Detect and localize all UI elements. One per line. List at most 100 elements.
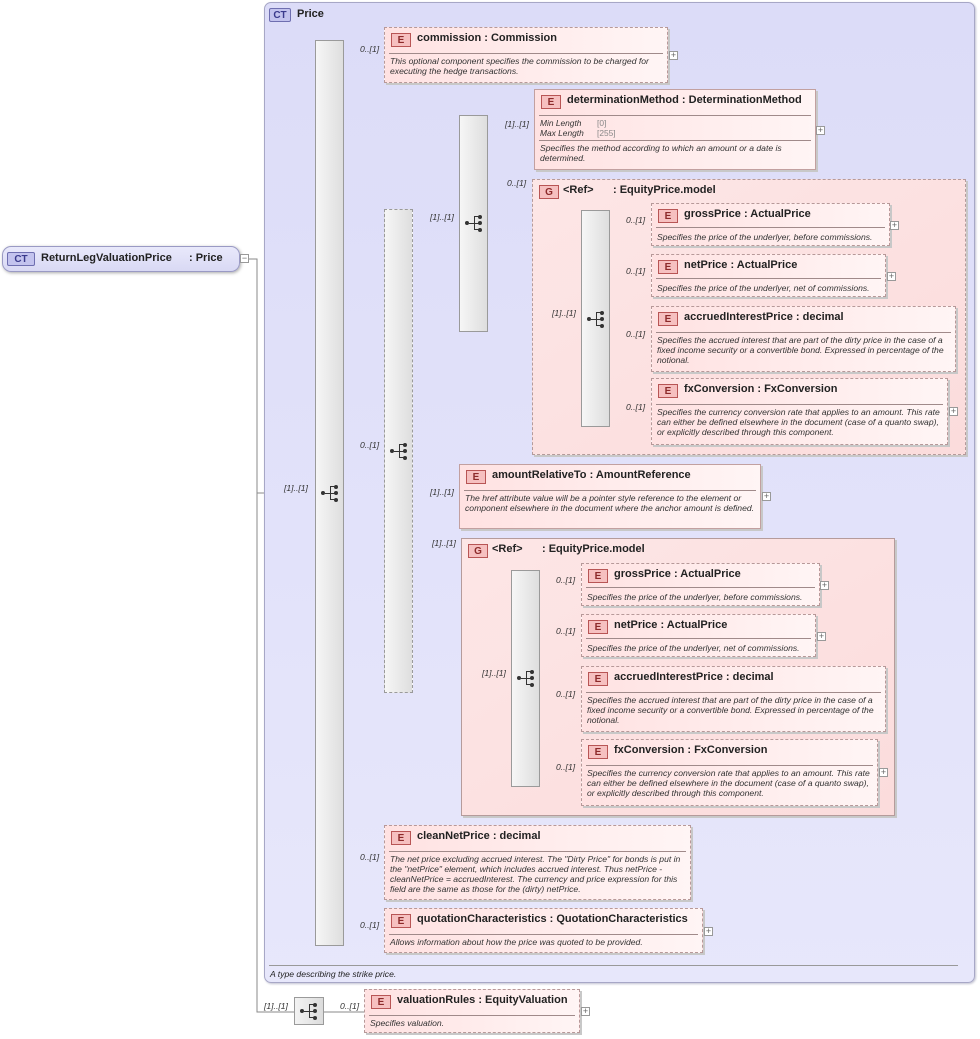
sequence-icon-part [310, 1010, 314, 1012]
divider [586, 692, 881, 693]
root-element-box[interactable]: CT ReturnLegValuationPrice : Price [2, 246, 240, 272]
element-description: This optional component specifies the co… [390, 56, 649, 76]
element-description: Specifies the price of the underlyer, be… [587, 592, 803, 602]
divider [656, 332, 951, 333]
element-badge: E [391, 831, 411, 845]
divider [389, 851, 686, 852]
element-accrued-interest-price[interactable]: E accruedInterestPrice : decimal Specifi… [581, 666, 886, 732]
occurrence-label: [1]..[1] [552, 308, 576, 318]
sequence-icon [300, 1002, 318, 1020]
expand-toggle[interactable]: + [887, 271, 896, 281]
complex-type-badge: CT [7, 252, 35, 266]
expand-toggle[interactable]: + [669, 50, 678, 60]
expand-toggle[interactable]: + [816, 125, 825, 135]
sequence-icon-part [403, 442, 407, 447]
group-ref: <Ref> [563, 184, 594, 196]
sequence-icon-part [390, 449, 394, 453]
sequence-icon-part [600, 323, 604, 328]
occurrence-label: 0..[1] [626, 402, 646, 412]
element-title: determinationMethod : DeterminationMetho… [567, 94, 802, 106]
sequence-icon-part [400, 450, 404, 452]
element-gross-price[interactable]: E grossPrice : ActualPrice Specifies the… [651, 203, 890, 246]
group-name: : EquityPrice.model [542, 543, 645, 555]
expand-toggle[interactable]: + [762, 491, 771, 501]
sequence-icon-part [334, 484, 338, 489]
element-title: grossPrice : ActualPrice [614, 568, 741, 580]
expand-toggle[interactable]: + [581, 1006, 590, 1016]
element-fx-conversion[interactable]: E fxConversion : FxConversion Specifies … [581, 739, 878, 806]
sequence-icon-part [304, 1010, 309, 1012]
element-badge: E [541, 95, 561, 109]
occurrence-label: [1]..[1] [430, 487, 454, 497]
element-name: grossPrice [614, 568, 671, 580]
group-name: : EquityPrice.model [613, 184, 716, 196]
sequence-icon-part [475, 216, 479, 217]
group-sequence-bar[interactable] [511, 570, 540, 787]
sequence-icon-part [330, 486, 331, 500]
element-badge: E [658, 384, 678, 398]
element-badge: E [391, 33, 411, 47]
occurrence-label: 0..[1] [626, 329, 646, 339]
sequence-icon-part [475, 229, 479, 230]
occurrence-label: 0..[1] [360, 440, 380, 450]
element-name: fxConversion [614, 744, 685, 756]
element-determination-method[interactable]: E determinationMethod : DeterminationMet… [534, 89, 816, 170]
group-badge: G [539, 185, 559, 199]
occurrence-label: 0..[1] [360, 852, 380, 862]
inner-sequence-bar[interactable] [459, 115, 488, 332]
expand-toggle[interactable]: + [949, 406, 958, 416]
occurrence-label: 0..[1] [360, 44, 380, 54]
element-accrued-interest-price[interactable]: E accruedInterestPrice : decimal Specifi… [651, 306, 956, 372]
collapse-toggle-root[interactable]: − [240, 253, 249, 263]
element-badge: E [658, 209, 678, 223]
element-gross-price[interactable]: E grossPrice : ActualPrice Specifies the… [581, 563, 820, 606]
element-description: The href attribute value will be a point… [465, 493, 755, 513]
element-name: determinationMethod [567, 94, 679, 106]
occurrence-label: 0..[1] [626, 215, 646, 225]
element-name: accruedInterestPrice [684, 311, 793, 323]
element-commission[interactable]: E commission : Commission This optional … [384, 27, 668, 83]
divider [539, 115, 811, 116]
element-name: netPrice [614, 619, 658, 631]
expand-toggle[interactable]: + [820, 580, 829, 590]
sequence-icon [321, 484, 339, 502]
element-description: Specifies valuation. [370, 1018, 445, 1028]
occurrence-label: [1]..[1] [482, 668, 506, 678]
element-name: fxConversion [684, 383, 755, 395]
element-name: valuationRules [397, 994, 476, 1006]
divider [389, 934, 698, 935]
facet-value: [255] [597, 128, 616, 138]
element-quotation-characteristics[interactable]: E quotationCharacteristics : QuotationCh… [384, 908, 703, 953]
element-name: quotationCharacteristics [417, 913, 547, 925]
expand-toggle[interactable]: + [879, 767, 888, 777]
sequence-icon-part [300, 1009, 304, 1013]
element-badge: E [391, 914, 411, 928]
element-badge: E [658, 312, 678, 326]
sequence-icon-part [521, 677, 526, 679]
element-amount-relative-to[interactable]: E amountRelativeTo : AmountReference The… [459, 464, 761, 529]
element-net-price[interactable]: E netPrice : ActualPrice Specifies the p… [651, 254, 886, 297]
element-type: : EquityValuation [478, 994, 568, 1006]
sequence-icon-part [403, 449, 407, 453]
sequence-icon-part [600, 310, 604, 315]
expand-toggle[interactable]: + [890, 220, 899, 230]
element-type: : AmountReference [589, 469, 691, 481]
sequence-icon-part [334, 497, 338, 502]
element-description: Specifies the price of the underlyer, ne… [657, 283, 870, 293]
element-title: valuationRules : EquityValuation [397, 994, 568, 1006]
sequence-icon-part [530, 682, 534, 687]
element-fx-conversion[interactable]: E fxConversion : FxConversion Specifies … [651, 378, 948, 445]
occurrence-label: [1]..[1] [264, 1001, 288, 1011]
element-badge: E [588, 672, 608, 686]
element-net-price[interactable]: E netPrice : ActualPrice Specifies the p… [581, 614, 816, 657]
expand-toggle[interactable]: + [817, 631, 826, 641]
facet-label: Max Length [540, 128, 584, 138]
expand-toggle[interactable]: + [704, 926, 713, 936]
element-valuation-rules[interactable]: E valuationRules : EquityValuation Speci… [364, 989, 580, 1033]
occurrence-label: 0..[1] [626, 266, 646, 276]
sequence-icon-part [334, 491, 338, 495]
element-title: fxConversion : FxConversion [614, 744, 767, 756]
sequence-icon-part [478, 221, 482, 225]
element-clean-net-price[interactable]: E cleanNetPrice : decimal The net price … [384, 825, 691, 900]
element-type: : FxConversion [757, 383, 838, 395]
